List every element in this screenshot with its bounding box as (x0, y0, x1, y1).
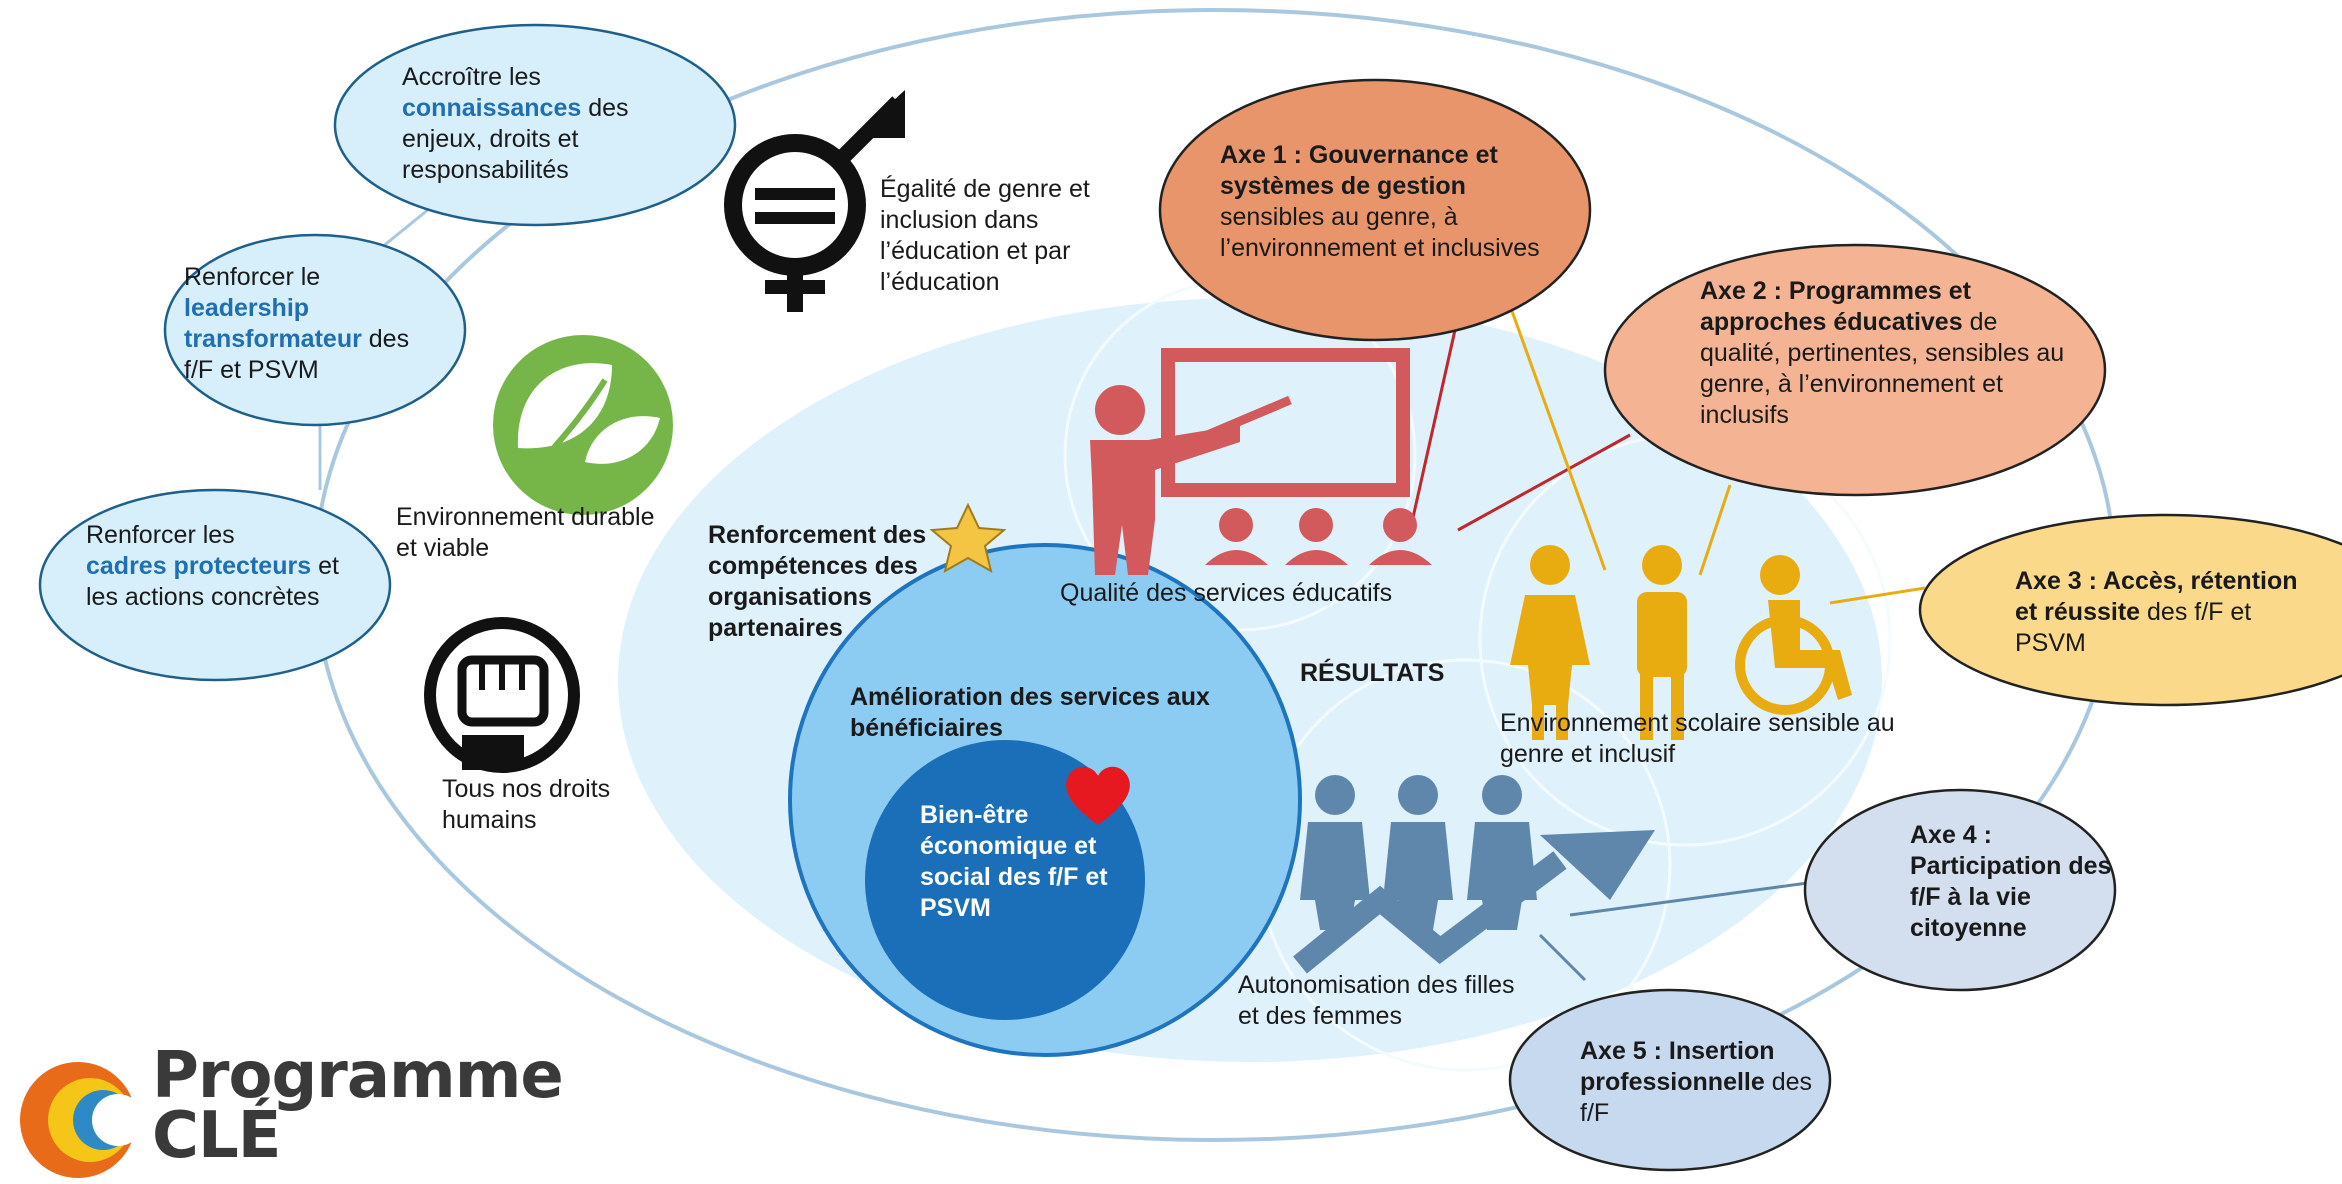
axe-connector (1569, 878, 1831, 917)
axe-title: Axe 4 : Participation des f/F à la vie c… (1910, 821, 2112, 942)
logo-text: Programme CLÉ (152, 1039, 564, 1173)
people-diversity-icon (1510, 545, 1852, 740)
axe3-label: Axe 3 : Accès, rétention et réussite des… (2015, 566, 2325, 659)
axe-connector (1457, 433, 1631, 532)
objective-text: Renforcer le (184, 263, 321, 291)
bubble-cadres (38, 488, 392, 682)
axe-connector (1829, 586, 1926, 605)
objective-connaissances: Accroître les connaissances des enjeux, … (402, 62, 692, 186)
bubble-leadership (163, 233, 467, 427)
core-qualite: Qualité des services éducatifs (1060, 579, 1393, 607)
objective-highlight: leadership transformateur (184, 294, 362, 353)
star-icon (929, 502, 1007, 574)
axe-body: des f/F et PSVM (2015, 598, 2252, 657)
objective-text: et les actions concrètes (86, 552, 339, 611)
core-resultats: RÉSULTATS (1300, 659, 1445, 687)
objective-highlight: cadres protecteurs (86, 552, 312, 580)
theme-environnement: Environnement durable et viable (396, 503, 655, 562)
growth-people-icon (1293, 775, 1655, 974)
axe4-label: Axe 4 : Participation des f/F à la vie c… (1910, 820, 2140, 944)
logo-c-icon (20, 1062, 150, 1178)
axe-body: de qualité, pertinentes, sensibles au ge… (1700, 308, 2065, 429)
objective-cadres: Renforcer les cadres protecteurs et les … (86, 520, 356, 613)
axe-connector (1506, 299, 1607, 571)
axe-title: Axe 2 : Programmes et approches éducativ… (1700, 277, 1971, 336)
axe-title: Axe 1 : Gouvernance et systèmes de gesti… (1220, 141, 1498, 200)
axe-connector (1538, 933, 1587, 982)
axe-connector (1698, 484, 1732, 576)
objective-text: des f/F et PSVM (184, 325, 410, 384)
axe-title: Axe 3 : Accès, rétention et réussite (2015, 567, 2298, 626)
leaf-icon (493, 335, 673, 515)
objective-text: Renforcer les (86, 521, 235, 549)
core-renforcement: Renforcement des compétences des organis… (708, 521, 927, 642)
objective-text: des enjeux, droits et responsabilités (402, 94, 629, 184)
axe2-label: Axe 2 : Programmes et approches éducativ… (1700, 276, 2080, 431)
axe-title: Axe 5 : Insertion professionnelle (1580, 1037, 1775, 1096)
theme-droits: Tous nos droits humains (442, 775, 611, 834)
core-autonomisation: Autonomisation des filles et des femmes (1238, 971, 1515, 1030)
heart-icon (1066, 766, 1130, 825)
bubble-axe1 (1158, 78, 1592, 342)
axe5-label: Axe 5 : Insertion professionnelle des f/… (1580, 1036, 1830, 1129)
axe1-label: Axe 1 : Gouvernance et systèmes de gesti… (1220, 140, 1555, 264)
objective-text: Accroître les (402, 63, 541, 91)
teacher-icon (1090, 348, 1432, 575)
bubble-axe3 (1918, 513, 2342, 707)
fist-icon (424, 617, 580, 773)
gender-equality-icon (724, 90, 905, 312)
axe-body: des f/F (1580, 1068, 1813, 1127)
core-environnement-scolaire: Environnement scolaire sensible au genre… (1500, 709, 1895, 768)
theme-egalite: Égalité de genre et inclusion dans l’édu… (880, 175, 1090, 296)
axe-body: sensibles au genre, à l’environnement et… (1220, 203, 1540, 262)
bubble-connaissances (333, 23, 737, 227)
objective-highlight: connaissances (402, 94, 582, 122)
bien-etre-circle (865, 740, 1145, 1020)
bubble-axe5 (1508, 988, 1832, 1172)
logo-line-1: Programme (152, 1039, 564, 1113)
axe-connector (1410, 329, 1457, 523)
core-bien-etre: Bien-être économique et social des f/F e… (920, 801, 1108, 922)
core-amelioration: Amélioration des services aux bénéficiai… (850, 683, 1210, 742)
logo-line-2: CLÉ (152, 1099, 281, 1173)
bubble-axe4 (1803, 788, 2117, 992)
bubble-axe2 (1603, 243, 2107, 497)
objective-leadership: Renforcer le leadership transformateur d… (184, 262, 434, 386)
